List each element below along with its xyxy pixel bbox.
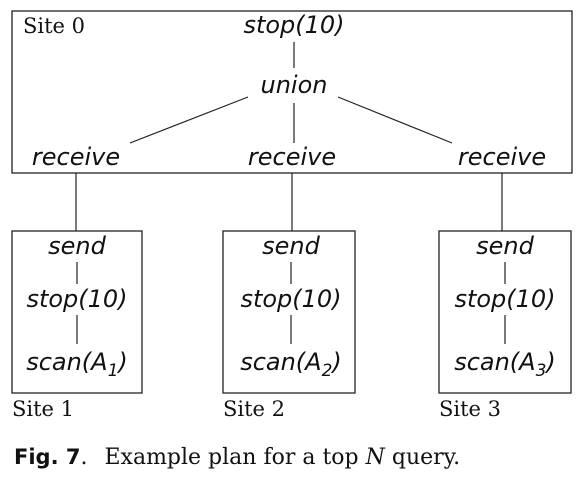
- edge-union-receive-left: [129, 96, 249, 144]
- receive-operator-right: receive: [458, 143, 546, 171]
- site-0-label: Site 0: [23, 14, 85, 38]
- site-1-send-operator: send: [48, 232, 106, 260]
- site-3-scan-operator: scan(A3): [454, 348, 556, 381]
- site-3-scan-text: scan(A: [454, 348, 535, 376]
- site-2-scan-operator: scan(A2): [240, 348, 342, 381]
- figure-label-period: .: [80, 445, 88, 470]
- site-2-label: Site 2: [223, 397, 285, 421]
- site-3-scan-subscript: 3: [536, 361, 547, 381]
- site-1-scan-operator: scan(A1): [26, 348, 128, 381]
- site-1-scan-close: ): [116, 348, 127, 376]
- figure-caption: Fig. 7. Example plan for a top N query.: [14, 444, 460, 470]
- caption-italic-n: N: [365, 445, 385, 470]
- receive-operator-mid: receive: [248, 143, 336, 171]
- figure-label: Fig. 7: [14, 445, 81, 469]
- site-2-stop-operator: stop(10): [240, 285, 341, 313]
- site-2-scan-text: scan(A: [240, 348, 321, 376]
- site-1-box: [11, 230, 143, 394]
- caption-text-after: query.: [384, 445, 461, 470]
- receive-operator-left: receive: [32, 143, 120, 171]
- site-0-stop-operator: stop(10): [243, 11, 344, 39]
- site-1-label: Site 1: [12, 397, 74, 421]
- site-3-scan-close: ): [544, 348, 555, 376]
- site-3-send-operator: send: [476, 232, 534, 260]
- site-2-send-operator: send: [262, 232, 320, 260]
- caption-text-before: Example plan for a top: [104, 445, 366, 470]
- site-1-stop-operator: stop(10): [26, 285, 127, 313]
- site-2-box: [222, 230, 356, 394]
- edge-union-receive-right: [337, 96, 453, 144]
- union-operator: union: [261, 71, 328, 99]
- site-2-scan-close: ): [330, 348, 341, 376]
- site-1-scan-text: scan(A: [26, 348, 107, 376]
- site-1-scan-subscript: 1: [108, 361, 119, 381]
- site-3-box: [438, 230, 572, 394]
- site-3-label: Site 3: [439, 397, 501, 421]
- site-2-scan-subscript: 2: [322, 361, 333, 381]
- site-3-stop-operator: stop(10): [454, 285, 555, 313]
